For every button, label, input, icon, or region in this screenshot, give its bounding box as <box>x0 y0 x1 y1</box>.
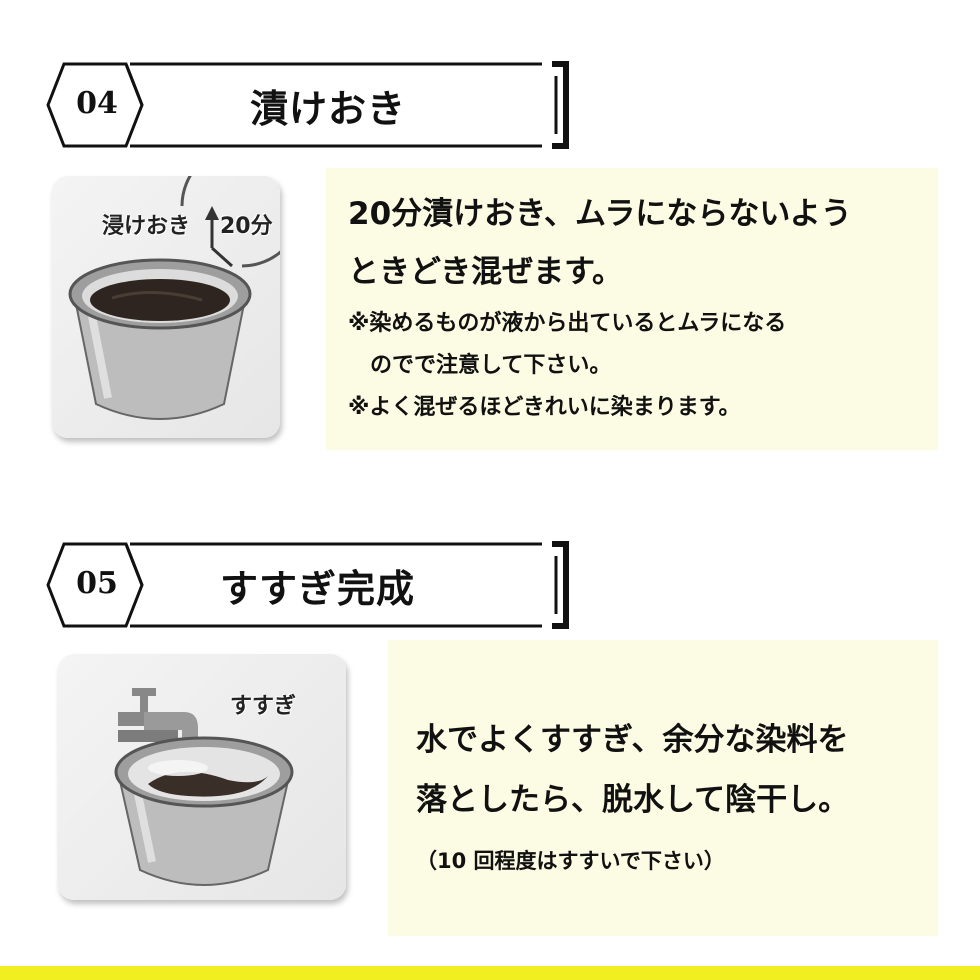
dye-bucket-icon <box>68 258 252 420</box>
soak-illustration: 浸けおき 20分 <box>52 176 280 438</box>
note-line-3: ※よく混ぜるほどきれいに染まります。 <box>348 395 741 420</box>
bottom-accent-bar <box>0 966 980 980</box>
rinse-illustration: すすぎ <box>58 654 346 900</box>
step-number: 04 <box>76 86 118 121</box>
step-number: 05 <box>76 566 118 601</box>
instruction-line-2: ときどき混ぜます。 <box>348 254 623 290</box>
time-label: 20分 <box>220 214 273 239</box>
step-04-instructions: 20分漬けおき、ムラにならないよう ときどき混ぜます。 ※染めるものが液から出て… <box>326 168 938 450</box>
instruction-line-2: 落としたら、脱水して陰干し。 <box>416 782 850 818</box>
step-05-instructions: 水でよくすすぎ、余分な染料を 落としたら、脱水して陰干し。 （10 回程度はすす… <box>388 640 938 936</box>
dye-bucket-icon <box>114 736 294 886</box>
step-04-section: 04 漬けおき 浸けおき 20分 20分漬けおき、ムラに <box>0 0 980 480</box>
timer-icon <box>180 176 280 268</box>
instruction-line-1: 水でよくすすぎ、余分な染料を <box>416 722 849 758</box>
step-title: すすぎ完成 <box>220 567 416 611</box>
header-frame-icon <box>46 541 569 629</box>
soak-label: 浸けおき <box>102 214 191 239</box>
note-line-2: のでで注意して下さい。 <box>348 353 612 378</box>
rinse-label: すすぎ <box>230 694 297 719</box>
header-frame-icon <box>46 61 569 149</box>
step-title: 漬けおき <box>250 87 407 131</box>
step-05-header: 05 すすぎ完成 <box>44 540 574 630</box>
step-04-header: 04 漬けおき <box>44 60 574 150</box>
step-05-section: 05 すすぎ完成 すすぎ <box>0 480 980 980</box>
rinse-note: （10 回程度はすすいで下さい） <box>416 849 725 873</box>
instruction-line-1: 20分漬けおき、ムラにならないよう <box>348 196 852 232</box>
note-line-1: ※染めるものが液から出ているとムラになる <box>348 311 787 336</box>
